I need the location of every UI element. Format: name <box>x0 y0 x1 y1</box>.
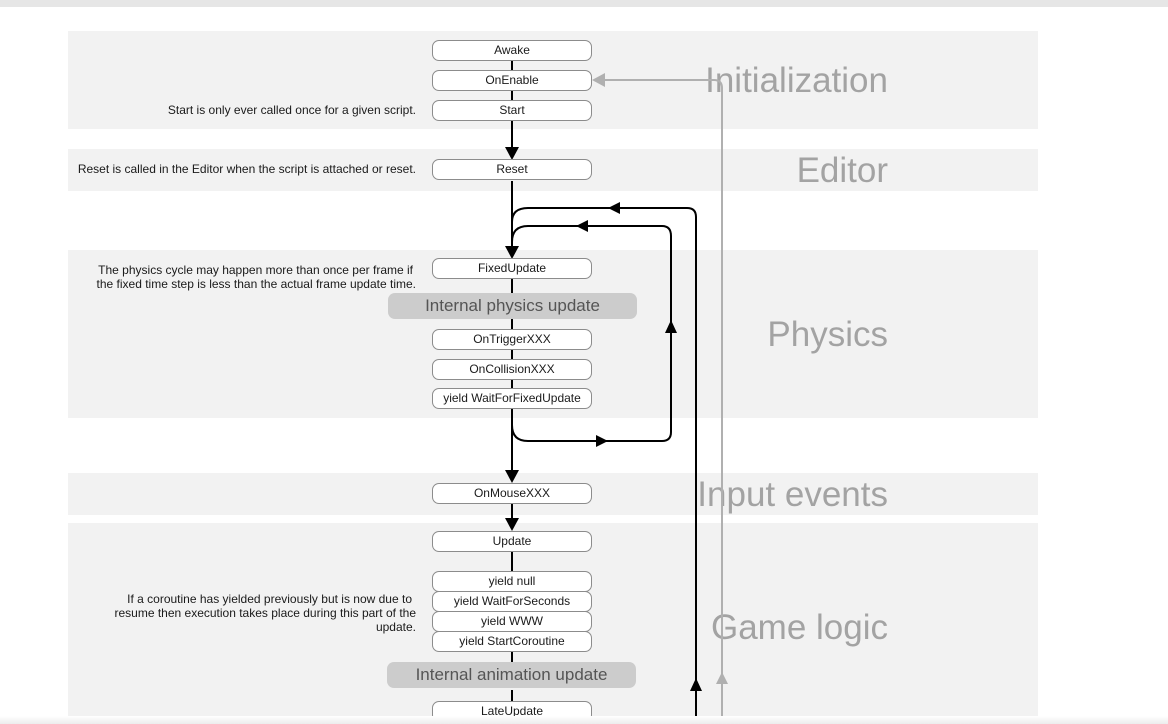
node-yield-start-coroutine: yield StartCoroutine <box>432 631 592 652</box>
note-coroutine-line-2: resume then execution takes place during… <box>114 606 416 620</box>
bottom-shade <box>0 716 1168 724</box>
note-physics-line-2: the fixed time step is less than the act… <box>96 277 417 291</box>
node-on-collision: OnCollisionXXX <box>432 359 592 380</box>
note-physics-line-1: The physics cycle may happen more than o… <box>98 263 413 277</box>
note-coroutine-line-3: update. <box>375 620 416 634</box>
note-coroutine-line-1: If a coroutine has yielded previously bu… <box>127 592 412 606</box>
internal-physics-update: Internal physics update <box>388 293 637 319</box>
node-yield-wait-for-seconds: yield WaitForSeconds <box>432 591 592 612</box>
note-start: Start is only ever called once for a giv… <box>167 103 416 117</box>
section-title-editor: Editor <box>796 151 888 190</box>
node-yield-wait-for-fixed-update: yield WaitForFixedUpdate <box>432 388 592 409</box>
node-yield-www: yield WWW <box>432 611 592 632</box>
node-reset: Reset <box>432 159 592 180</box>
section-title-initialization: Initialization <box>705 61 888 100</box>
node-on-mouse: OnMouseXXX <box>432 483 592 504</box>
node-awake: Awake <box>432 40 592 61</box>
game-logic-band: Game logic <box>68 523 1038 724</box>
top-bar <box>0 0 1168 7</box>
section-title-physics: Physics <box>767 315 888 354</box>
node-on-trigger: OnTriggerXXX <box>432 329 592 350</box>
node-fixed-update: FixedUpdate <box>432 258 592 279</box>
node-yield-null: yield null <box>432 571 592 592</box>
internal-animation-update: Internal animation update <box>387 662 636 688</box>
node-update: Update <box>432 531 592 552</box>
section-title-game-logic: Game logic <box>710 608 888 647</box>
input-events-band: Input events <box>68 473 1038 515</box>
section-title-input-events: Input events <box>697 475 888 514</box>
node-start: Start <box>432 100 592 121</box>
note-reset: Reset is called in the Editor when the s… <box>77 162 416 176</box>
node-on-enable: OnEnable <box>432 70 592 91</box>
